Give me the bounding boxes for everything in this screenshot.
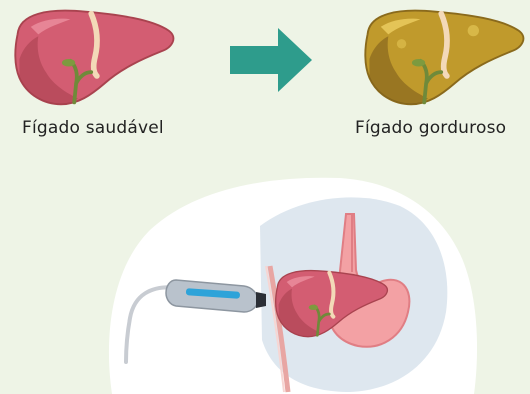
fatty-liver-icon [365,11,523,105]
healthy-liver-label: Fígado saudável [22,118,164,138]
arrow-right-icon [230,28,312,92]
healthy-liver-icon [15,11,173,105]
ultrasound-view [260,197,447,392]
fatty-liver-label: Fígado gorduroso [355,118,506,138]
